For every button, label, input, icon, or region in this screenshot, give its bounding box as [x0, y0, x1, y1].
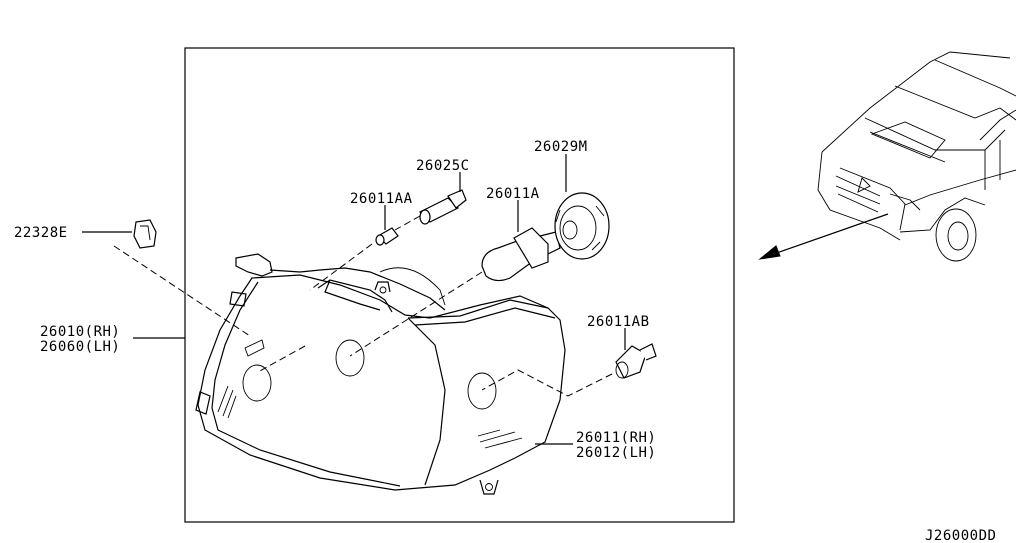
detail-arrow — [767, 213, 889, 257]
socket-part — [418, 189, 467, 225]
lens-lh-label: 26012(LH) — [576, 445, 656, 461]
diagram-code: J26000DD — [925, 528, 996, 543]
housing-lh-label: 26060(LH) — [40, 339, 120, 355]
side-bulb-connector — [481, 369, 613, 397]
bulb-cap-part — [554, 192, 610, 260]
vehicle-illustration — [817, 51, 1016, 262]
arrow-head-icon — [758, 245, 781, 260]
main-bulb-label: 26011A — [486, 186, 540, 202]
side-bulb-label: 26011AB — [587, 314, 650, 330]
socket-connector — [394, 215, 421, 231]
main-bulb-connector — [349, 271, 483, 357]
main-bulb-part — [481, 227, 561, 282]
bulb-cap-label: 26029M — [534, 139, 588, 155]
diagram-frame — [184, 47, 735, 523]
side-bulb-part — [615, 343, 657, 379]
clip-label: 22328E — [14, 225, 68, 241]
small-bulb-label: 26011AA — [350, 191, 413, 207]
small-bulb-connector — [257, 243, 373, 373]
clip-part — [133, 219, 157, 249]
socket-label: 26025C — [416, 158, 470, 174]
headlamp-assembly — [195, 253, 566, 495]
clip-connector — [113, 245, 251, 337]
small-bulb-part — [375, 227, 399, 246]
lens-rh-label: 26011(RH) — [576, 430, 656, 446]
housing-rh-label: 26010(RH) — [40, 324, 120, 340]
